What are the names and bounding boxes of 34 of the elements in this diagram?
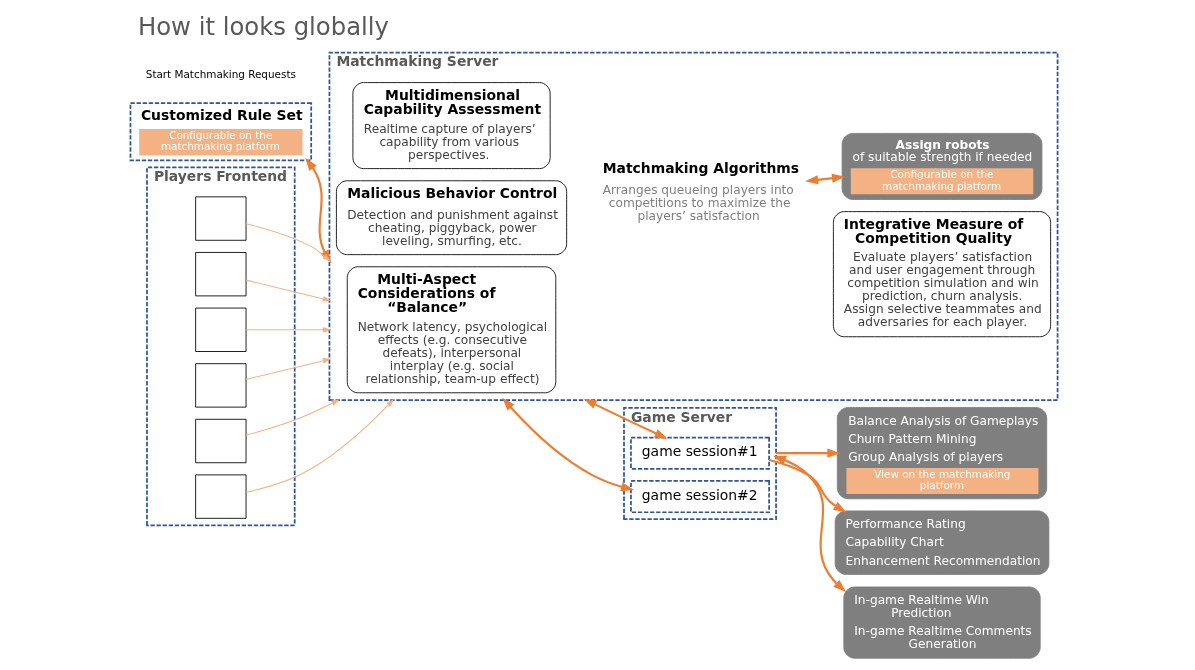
arrow: [245, 279, 331, 302]
arrow: [245, 399, 394, 493]
node-box: In-game Realtime Win Prediction In-game Realtime Comments Generation: [843, 586, 1041, 659]
node-box: [195, 196, 247, 241]
arrow: [305, 157, 332, 264]
node-box: Multidimensional Capability Assessment Realtime capture of players’ capability from various perspectives.: [352, 82, 551, 170]
node-box: Integrative Measure of Competition Quality Evaluate players’ satisfaction and user engagement through competition simulation and win prediction, churn analysis. Assign selective teammates and adversaries for each player.: [832, 211, 1052, 338]
arrow: [502, 397, 635, 492]
arrow: [768, 458, 847, 513]
arrow: [805, 173, 846, 185]
label: Start Matchmaking Requests: [145, 67, 296, 80]
node-box: [195, 307, 247, 352]
arrow: [245, 358, 331, 380]
node-box: Performance Rating Capability Chart Enhancement Recommendation: [834, 510, 1050, 575]
node-box: Multi-Aspect Considerations of “Balance” Network latency, psychological effects (e.g. consecutive defeats), interpersonal interplay (e.g. social relationship, team-up effect): [346, 266, 557, 394]
node-box: [195, 252, 247, 297]
arrow: [776, 448, 841, 458]
node-box: Assign robots of suitable strength if needed Configurable on the matchmaking platform: [841, 133, 1043, 200]
arrow: [773, 455, 847, 593]
node-text: Matchmaking Algorithms Arranges queueing players into competitions to maximize the players’ satisfaction: [602, 160, 800, 223]
diagram-title: How it looks globally: [137, 11, 389, 41]
node-box: game session#2: [630, 480, 770, 514]
node-box: [195, 474, 247, 519]
arrow: [245, 326, 332, 333]
arrow: [245, 223, 331, 262]
node-box: [195, 418, 247, 464]
node-box: game session#1: [630, 436, 770, 470]
node-box: Balance Analysis of Gameplays Churn Pattern Mining Group Analysis of players View on the matchmaking platform: [836, 407, 1048, 500]
node-box: Customized Rule Set Configurable on the matchmaking platform: [129, 102, 313, 162]
node-box: Malicious Behavior Control Detection and punishment against cheating, piggyback, power leveling, smurfing, etc.: [335, 180, 568, 256]
cluster: Players Frontend: [146, 166, 296, 527]
node-box: [195, 363, 247, 408]
arrow: [245, 399, 340, 436]
arrow: [583, 398, 668, 439]
